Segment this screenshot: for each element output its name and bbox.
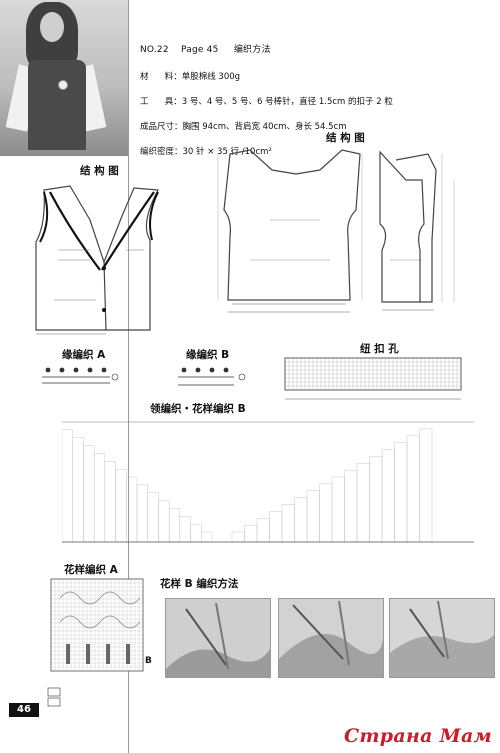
model-photo <box>0 0 128 156</box>
buttonhole-chart <box>284 357 462 400</box>
back-structure-diagram <box>217 149 455 313</box>
collar-left-step <box>62 429 73 543</box>
size-line: 成品尺寸：胸围 94cm、背肩宽 40cm、身长 54.5cm <box>140 121 347 132</box>
collar-left-step <box>126 476 138 543</box>
collar-left-step <box>93 453 106 543</box>
buttonhole-title: 纽 扣 孔 <box>360 343 399 355</box>
collar-left-step <box>104 461 116 543</box>
front-structure-diagram <box>35 185 159 335</box>
collar-right-step <box>381 449 395 543</box>
collar-left-step <box>158 500 170 543</box>
site-watermark-logo: Страна Мам <box>343 725 492 747</box>
collar-left-step <box>168 508 181 543</box>
pattern-a-label-b: B <box>145 656 152 666</box>
collar-right-step <box>244 524 258 543</box>
photo-vest <box>28 60 86 150</box>
collar-right-step <box>394 442 408 543</box>
collar-left-step <box>201 531 213 543</box>
collar-right-step <box>231 531 245 543</box>
photo-face <box>40 12 64 42</box>
collar-right-step <box>406 435 420 543</box>
collar-right-step <box>256 518 270 543</box>
collar-right-step <box>319 483 333 543</box>
collar-title: 领编织・花样编织 B <box>150 403 246 415</box>
collar-left-step <box>136 484 148 543</box>
method-photo-2 <box>278 598 384 678</box>
collar-right-step <box>269 511 283 543</box>
pattern-b-method-title: 花样 B 编织方法 <box>160 578 239 590</box>
method-photo-3 <box>389 598 495 678</box>
edge-b-title: 缘编织 B <box>186 349 230 361</box>
collar-left-step <box>190 523 202 543</box>
collar-right-step <box>344 469 358 543</box>
page-title: 编织方法 <box>233 45 271 55</box>
collar-right-step <box>294 497 308 543</box>
structure-title-left: 结 构 图 <box>80 165 119 177</box>
pattern-a-chart <box>50 578 144 672</box>
collar-right-step <box>419 428 433 543</box>
tools-line: 工 具：3 号、4 号、5 号、6 号棒针，直径 1.5cm 的扣子 2 粒 <box>140 96 393 107</box>
collar-left-step <box>72 437 84 543</box>
materials-line: 材 料：单股棉线 300g <box>140 71 241 82</box>
pattern-number: NO.22 <box>140 45 169 55</box>
collar-right-step <box>331 476 345 543</box>
method-photo-1 <box>165 598 271 678</box>
photo-brooch <box>58 80 68 90</box>
collar-pattern-chart <box>62 421 474 543</box>
collar-right-step <box>369 456 383 543</box>
edge-a-chart <box>42 367 119 384</box>
page-header: NO.22 Page 45 编织方法 <box>140 42 271 55</box>
collar-left-step <box>115 468 127 543</box>
collar-left-step <box>147 492 159 543</box>
edge-a-title: 缘编织 A <box>62 349 106 361</box>
gauge-line: 编织密度：30 针 × 35 行 /10cm² <box>140 146 272 157</box>
structure-title-right: 结 构 图 <box>326 132 365 144</box>
pattern-a-title: 花样编织 A <box>64 564 118 576</box>
collar-right-step <box>306 490 320 543</box>
collar-left-step <box>179 516 191 543</box>
collar-right-step <box>281 504 295 543</box>
page-divider <box>128 0 500 753</box>
page-reference: Page 45 <box>181 45 219 55</box>
materials-block: 材 料：单股棉线 300g 工 具：3 号、4 号、5 号、6 号棒针，直径 1… <box>140 58 393 171</box>
page-number: 46 <box>9 703 39 717</box>
symbol-legend <box>47 687 61 707</box>
collar-left-step <box>83 445 95 543</box>
edge-b-chart <box>178 367 246 386</box>
collar-right-step <box>356 463 370 543</box>
